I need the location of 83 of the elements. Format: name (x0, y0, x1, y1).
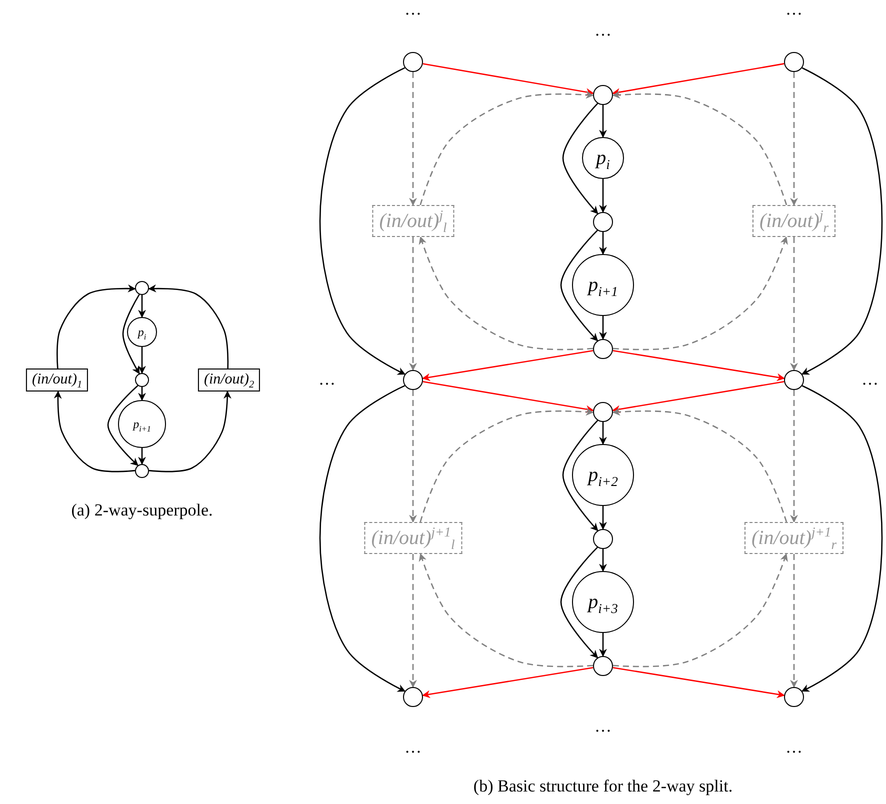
arrow (560, 230, 598, 342)
junction-circle (593, 656, 613, 676)
ellipsis-text: … (786, 0, 802, 20)
arrow (612, 553, 788, 668)
ellipsis-text: … (404, 0, 422, 20)
labeled-circle: p$_{i+2}$ (572, 444, 634, 506)
arrow (420, 408, 594, 522)
arrow (790, 72, 798, 206)
labeled-circle: p$_{i}$ (582, 137, 624, 179)
arrow (422, 666, 594, 698)
arrow (138, 448, 146, 465)
junction-circle (593, 212, 613, 232)
arrow (562, 103, 598, 214)
arrow (790, 554, 798, 688)
arrow (122, 294, 140, 374)
label-box: (in/out)$_{2}$ (198, 368, 260, 392)
ellipsis-text: … (404, 738, 422, 758)
arrow (56, 284, 136, 369)
arrow (612, 408, 788, 522)
junction-circle (403, 687, 423, 707)
ellipsis-text: … (594, 718, 612, 736)
arrow (409, 390, 417, 523)
arrow (422, 350, 594, 382)
arrow (138, 347, 146, 374)
arrow (409, 237, 417, 371)
arrow (612, 236, 788, 350)
arrow (599, 633, 607, 657)
arrow (319, 385, 406, 692)
junction-circle (593, 529, 613, 549)
junction-circle (135, 281, 149, 295)
junction-circle (403, 370, 423, 390)
arrow (148, 284, 229, 369)
arrow (612, 90, 788, 206)
labeled-circle: p$_{i+3}$ (572, 571, 634, 633)
junction-circle (403, 52, 423, 72)
arrow (562, 420, 598, 532)
arrow (560, 546, 598, 658)
junction-circle (784, 52, 804, 72)
arrow (319, 67, 406, 375)
arrow (612, 63, 784, 96)
ellipsis-text: … (318, 370, 336, 390)
labeled-circle: p$_{i}$ (127, 317, 157, 347)
arrow (599, 549, 607, 572)
ellipsis-text: … (862, 370, 878, 390)
junction-circle (593, 85, 613, 105)
arrow (801, 67, 883, 375)
arrow (612, 381, 784, 414)
arrow (599, 232, 607, 255)
junction-circle (593, 402, 613, 422)
arrow (599, 506, 607, 530)
arrow (612, 350, 785, 382)
arrow (790, 237, 798, 371)
arrow (54, 390, 136, 472)
ellipsis-text: … (594, 22, 612, 40)
junction-circle (135, 464, 149, 478)
label-box: (in/out)$_{1}$ (26, 368, 88, 392)
junction-circle (135, 373, 149, 387)
arrow (418, 553, 594, 668)
arrow (107, 385, 138, 466)
caption-text: (b) Basic structure for the 2-way split. (473, 778, 733, 796)
arrow (138, 295, 146, 318)
arrow (418, 236, 594, 350)
arrow (420, 90, 594, 206)
arrow (599, 179, 607, 213)
arrow (422, 63, 594, 96)
arrow (148, 390, 232, 472)
arrow (409, 72, 417, 206)
arrow (612, 666, 785, 698)
arrow (790, 390, 798, 523)
arrow (801, 385, 883, 692)
arrow (138, 387, 146, 401)
arrow (599, 316, 607, 340)
junction-circle (784, 370, 804, 390)
junction-circle (784, 687, 804, 707)
arrow (422, 381, 594, 414)
arrow (599, 422, 607, 445)
labeled-circle: p$_{i+1}$ (572, 254, 634, 316)
caption-text: (a) 2-way-superpole. (71, 502, 213, 520)
arrow (599, 105, 607, 138)
junction-circle (593, 339, 613, 359)
arrow (409, 554, 417, 688)
ellipsis-text: … (786, 738, 802, 758)
labeled-circle: p$_{i+1}$ (118, 400, 166, 448)
